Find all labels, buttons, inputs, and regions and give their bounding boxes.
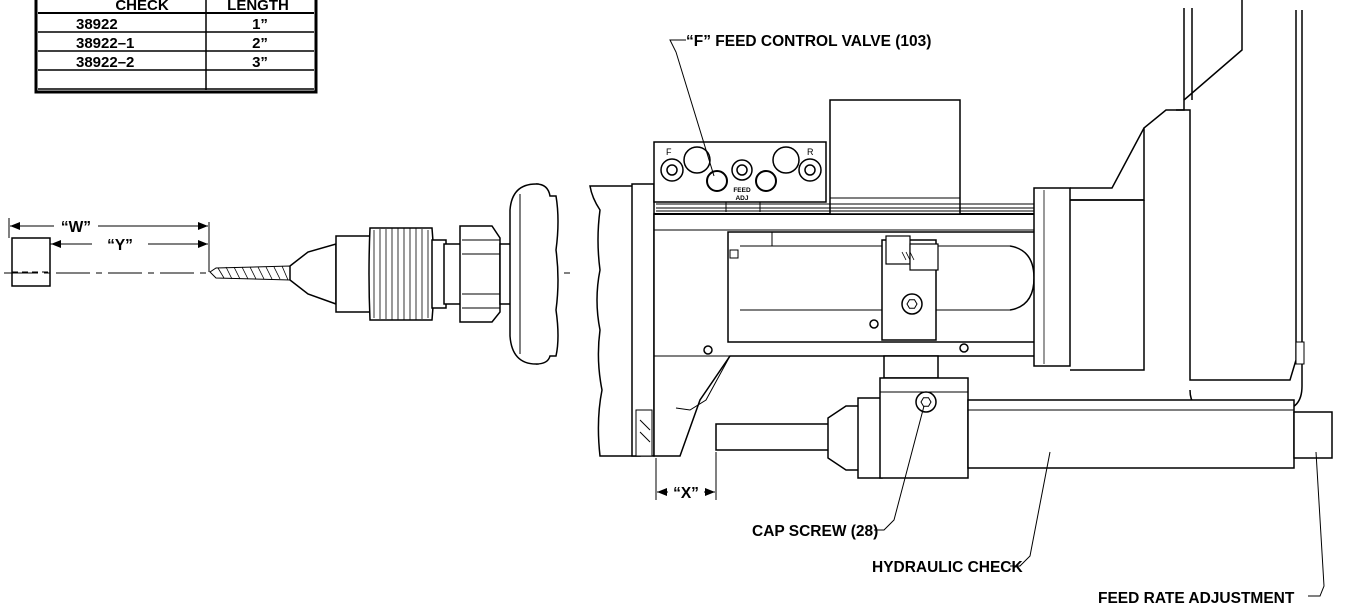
hydraulic-check <box>715 355 1333 479</box>
valve-plate: F R FEED ADJ <box>653 141 1034 212</box>
spindle-nut <box>443 225 513 323</box>
callout-cap-screw: CAP SCREW (28) <box>752 523 878 540</box>
valve-mark-f: F <box>666 147 672 157</box>
spindle-flange <box>509 183 559 365</box>
table-header-length: LENGTH <box>227 0 289 14</box>
table-header-check: CHECK <box>115 0 169 14</box>
callout-feed-control-valve: “F” FEED CONTROL VALVE (103) <box>686 33 931 50</box>
table-cell-length-1: 1” <box>252 16 268 33</box>
table-cell-length-3: 3” <box>252 54 268 71</box>
workpiece <box>11 237 51 287</box>
table-cell-check-2: 38922–1 <box>76 35 134 52</box>
feed-adj-label-top: FEED <box>733 187 751 194</box>
table-cell-length-2: 2” <box>252 35 268 52</box>
dimension-y-label: “Y” <box>107 237 133 254</box>
check-length-table: CHECK LENGTH 38922 1” 38922–1 2” 38922–2… <box>34 0 318 94</box>
leader-lines <box>669 39 1325 597</box>
motor-box <box>829 99 961 215</box>
callout-hydraulic-check: HYDRAULIC CHECK <box>872 559 1024 576</box>
dimension-w: “W” <box>8 218 210 272</box>
callout-feed-rate-adjustment: FEED RATE ADJUSTMENT <box>1098 590 1295 607</box>
drill-chuck <box>289 227 447 321</box>
machine-frame <box>1070 0 1305 411</box>
drill-bit <box>209 265 291 281</box>
feed-unit-body <box>589 183 1071 457</box>
table-cell-check-3: 38922–2 <box>76 54 134 71</box>
feed-adj-label-bottom: ADJ <box>735 195 748 202</box>
valve-mark-r: R <box>807 147 814 157</box>
dimension-w-label: “W” <box>61 219 91 236</box>
dimension-x-label: “X” <box>673 485 699 502</box>
table-cell-check-1: 38922 <box>76 16 118 33</box>
dimension-x: “X” <box>655 452 717 502</box>
dimension-y: “Y” <box>50 237 208 254</box>
